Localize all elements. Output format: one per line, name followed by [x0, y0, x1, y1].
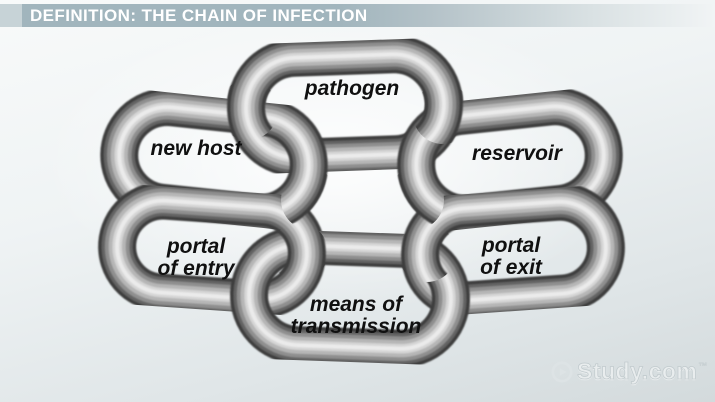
watermark-trademark: ™: [698, 361, 708, 371]
label-portal-of-exit-line1: portal: [481, 234, 541, 257]
label-pathogen-text: pathogen: [304, 77, 400, 100]
label-portal-of-exit: portal of exit: [480, 235, 542, 279]
label-means-line1: means of: [309, 293, 403, 316]
label-portal-of-entry-line2: of entry: [157, 257, 235, 280]
watermark: Study.com ™: [551, 358, 708, 385]
page-title: DEFINITION: THE CHAIN OF INFECTION: [30, 6, 368, 25]
label-reservoir-text: reservoir: [472, 142, 562, 165]
watermark-text: Study.com: [577, 358, 698, 385]
label-means-of-transmission: means of transmission: [291, 294, 422, 338]
header-bar: DEFINITION: THE CHAIN OF INFECTION: [0, 4, 715, 27]
label-new-host: new host: [150, 138, 241, 160]
label-means-line2: transmission: [290, 315, 422, 338]
label-portal-of-entry: portal of entry: [157, 236, 234, 280]
label-new-host-text: new host: [150, 137, 242, 160]
label-portal-of-entry-line1: portal: [166, 235, 226, 258]
label-pathogen: pathogen: [305, 78, 400, 100]
header-accent-block: [0, 4, 22, 27]
label-portal-of-exit-line2: of exit: [480, 256, 542, 279]
play-circle-icon: [551, 360, 573, 383]
label-reservoir: reservoir: [472, 143, 562, 165]
